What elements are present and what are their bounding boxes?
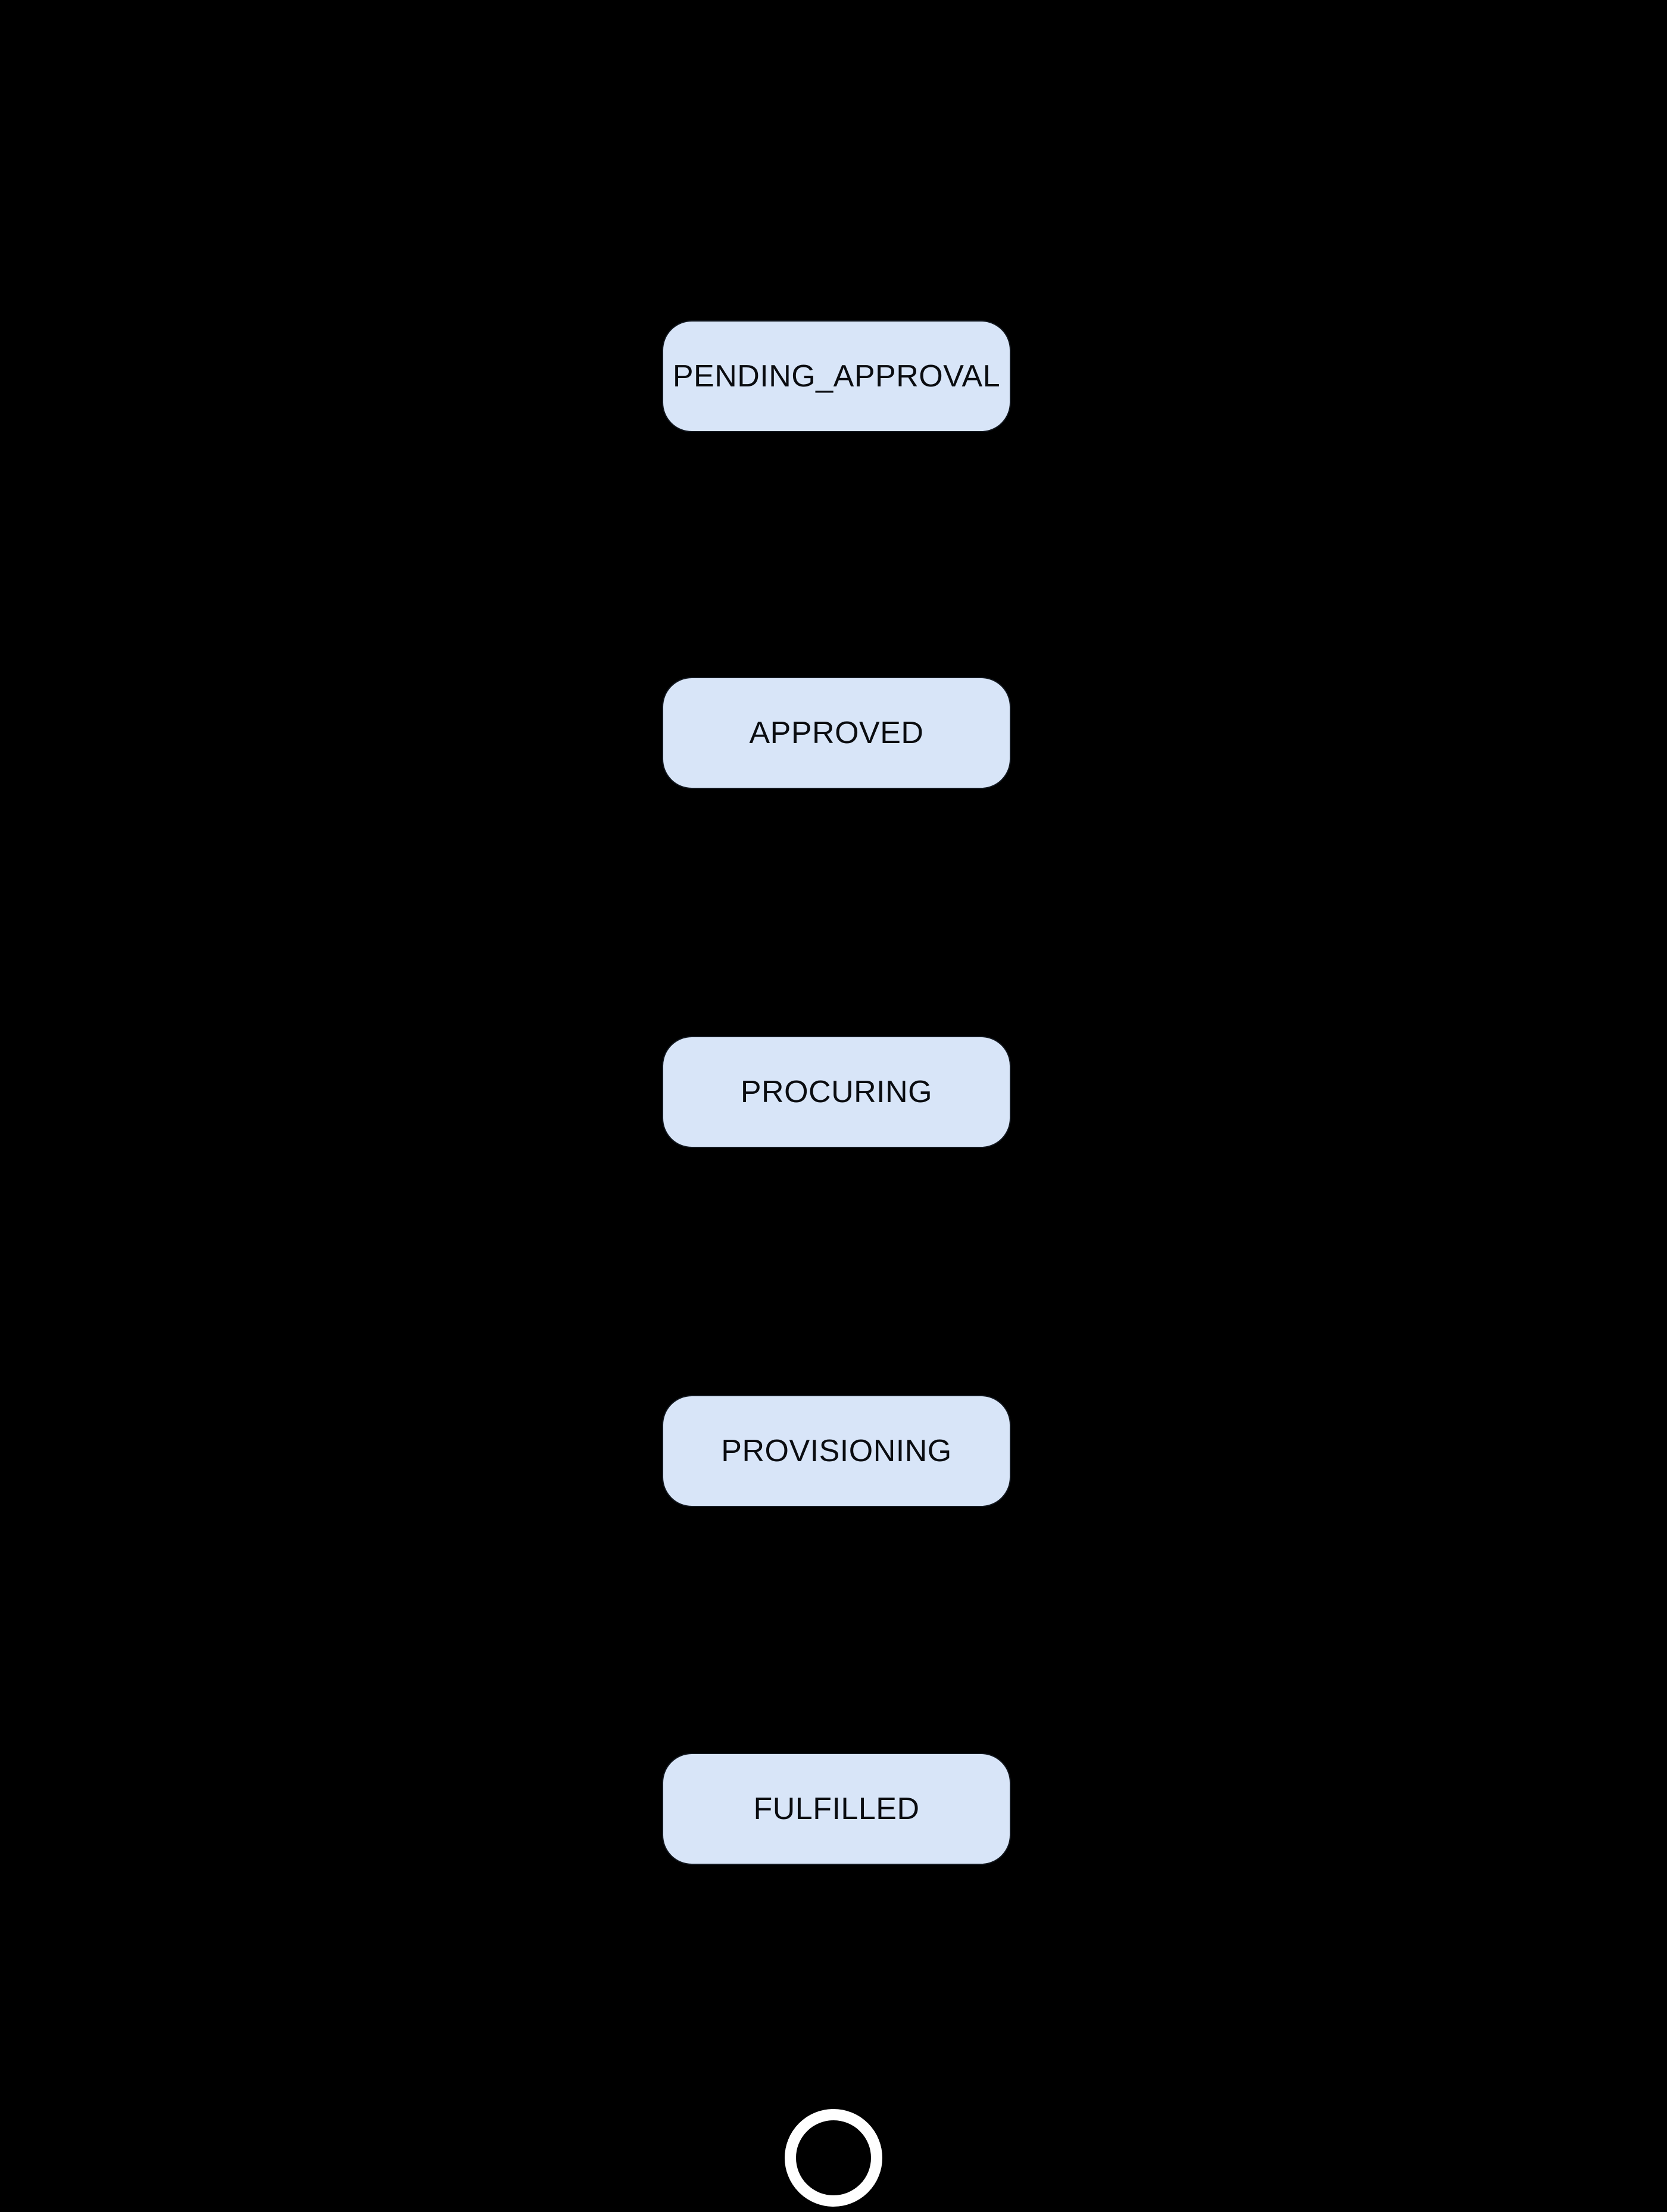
state-node-provisioning: PROVISIONING [662, 1395, 1011, 1507]
state-label-fulfilled: FULFILLED [753, 1792, 920, 1826]
state-label-provisioning: PROVISIONING [721, 1434, 952, 1468]
state-label-pending-approval: PENDING_APPROVAL [672, 359, 1001, 394]
end-state-ring-icon [785, 2109, 882, 2207]
state-label-approved: APPROVED [749, 716, 924, 750]
state-node-procuring: PROCURING [662, 1036, 1011, 1148]
state-node-pending-approval: PENDING_APPROVAL [662, 320, 1011, 432]
state-node-fulfilled: FULFILLED [662, 1753, 1011, 1865]
state-node-approved: APPROVED [662, 677, 1011, 789]
state-label-procuring: PROCURING [740, 1075, 933, 1109]
